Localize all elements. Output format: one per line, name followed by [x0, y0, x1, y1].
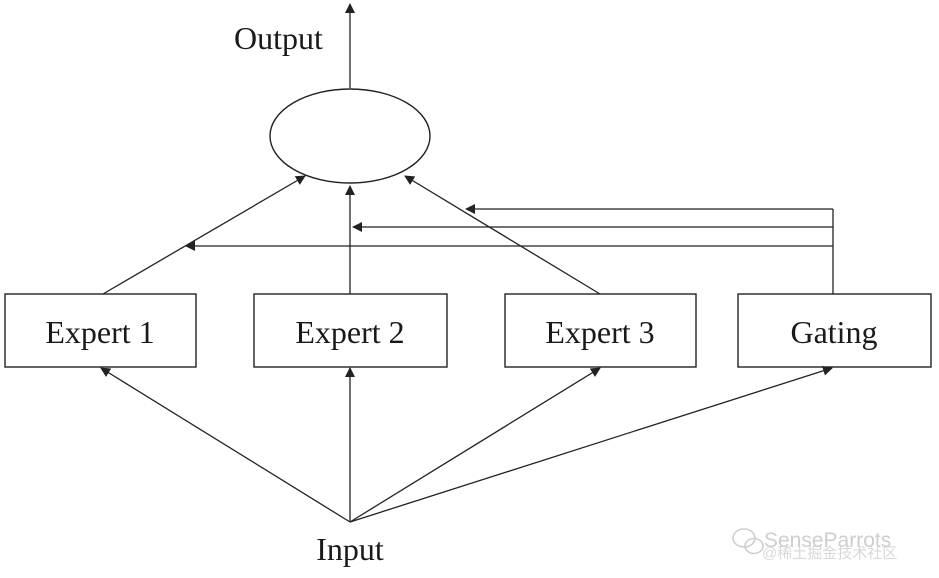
combiner-ellipse: [269, 88, 431, 184]
input-to-expert1-edge: [100, 367, 351, 523]
output-label: Output: [234, 20, 323, 56]
watermark-brand: SenseParrots: [764, 529, 891, 552]
expert-1-label: Expert 1: [45, 314, 154, 350]
input-to-expert3-edge: [349, 367, 601, 523]
watermark-community: @稀土掘金技术社区: [762, 545, 897, 562]
gating-label: Gating: [790, 314, 877, 350]
watermark: SenseParrots @稀土掘金技术社区: [732, 528, 897, 562]
expert-3-label: Expert 3: [545, 314, 654, 350]
expert3-to-combiner-edge: [404, 175, 601, 295]
expert-2-box: [253, 293, 448, 368]
input-to-gating-edge: [349, 365, 833, 523]
expert-1-box: [4, 293, 197, 368]
expert1-to-combiner-edge: [102, 175, 306, 295]
gating-box: [737, 293, 932, 368]
expert-2-label: Expert 2: [295, 314, 404, 350]
wechat-icon: [732, 528, 764, 555]
expert-3-box: [504, 293, 697, 368]
input-label: Input: [316, 531, 384, 567]
